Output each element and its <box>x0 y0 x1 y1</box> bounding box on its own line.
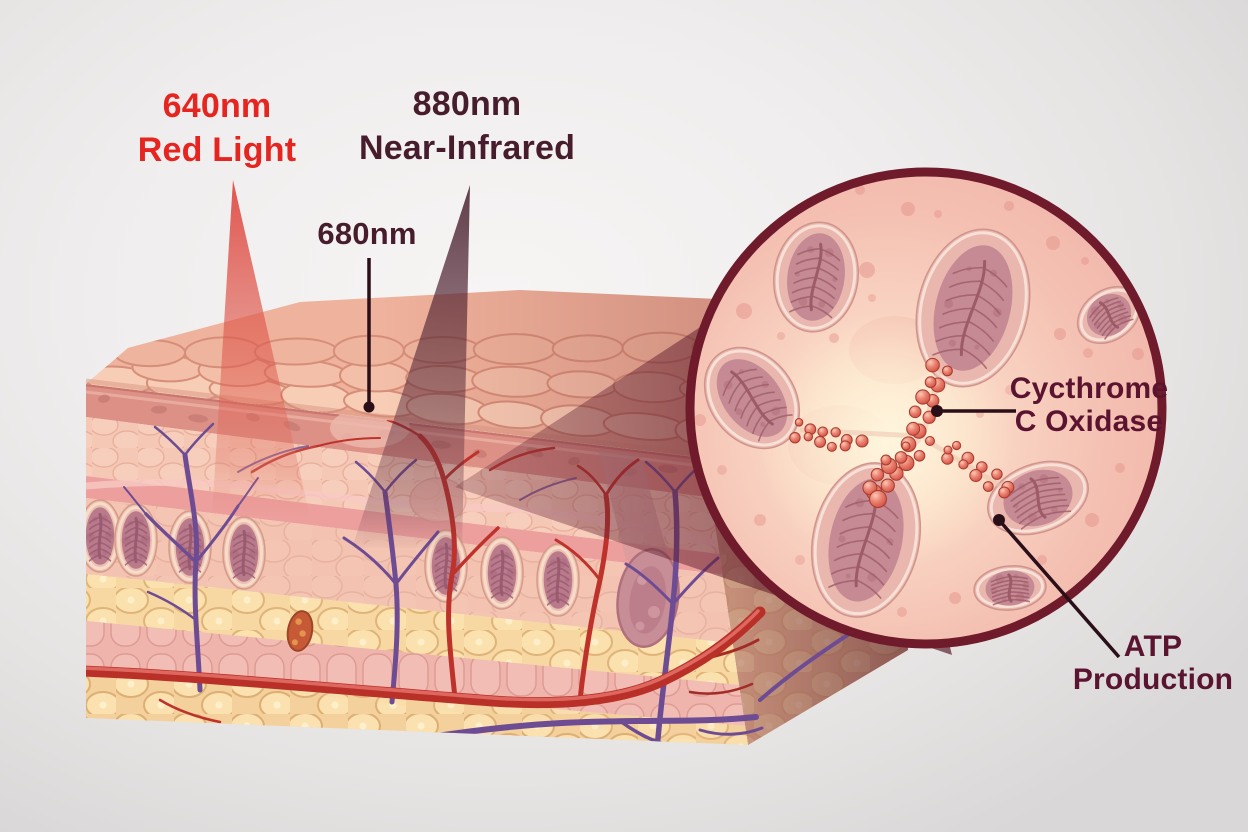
callout-dot-680nm <box>363 401 375 413</box>
cell-inset-circle <box>685 167 1167 649</box>
main-artery <box>86 606 766 709</box>
callout-line-atp <box>997 518 1121 659</box>
mitochondrion <box>1076 285 1142 345</box>
atp-bead-chains <box>789 357 1015 508</box>
mitochondrion <box>703 346 801 450</box>
dermis-follicle <box>480 536 524 610</box>
label-880nm: 880nm <box>412 85 522 123</box>
dermis-follicle <box>168 510 212 584</box>
callout-dot-atp <box>993 514 1005 526</box>
label-680nm: 680nm <box>317 216 417 251</box>
label-640nm: 640nm <box>162 87 272 125</box>
mitochondrion <box>973 565 1047 611</box>
label-red-light: Red Light <box>137 131 297 170</box>
dermis-follicle <box>86 499 122 573</box>
sebaceous-gland <box>286 610 314 652</box>
dermis-follicle <box>222 516 266 590</box>
callout-dot-cytochrome <box>931 405 943 417</box>
label-880nm-near-infrared: 880nm Near-Infrared <box>359 82 575 170</box>
dermis-follicle <box>536 543 580 617</box>
mitochondrion <box>987 460 1089 536</box>
callouts <box>363 258 1121 659</box>
mitochondria <box>703 221 1142 618</box>
nir-light-beam <box>352 185 470 548</box>
cytoplasm-dots <box>694 185 1144 617</box>
label-640nm-red-light: 640nm Red Light <box>138 84 297 172</box>
dermis-follicle <box>114 503 158 577</box>
label-atp-production: ATP Production <box>1072 630 1234 696</box>
label-near-infrared: Near-Infrared <box>358 129 576 168</box>
inset-border <box>685 167 1167 649</box>
mitochondrion <box>772 221 860 333</box>
label-cytochrome-c-oxidase: Cycthrome C Oxidase <box>1009 372 1169 438</box>
mitochondrion <box>915 228 1031 388</box>
red-light-beam <box>212 180 310 516</box>
